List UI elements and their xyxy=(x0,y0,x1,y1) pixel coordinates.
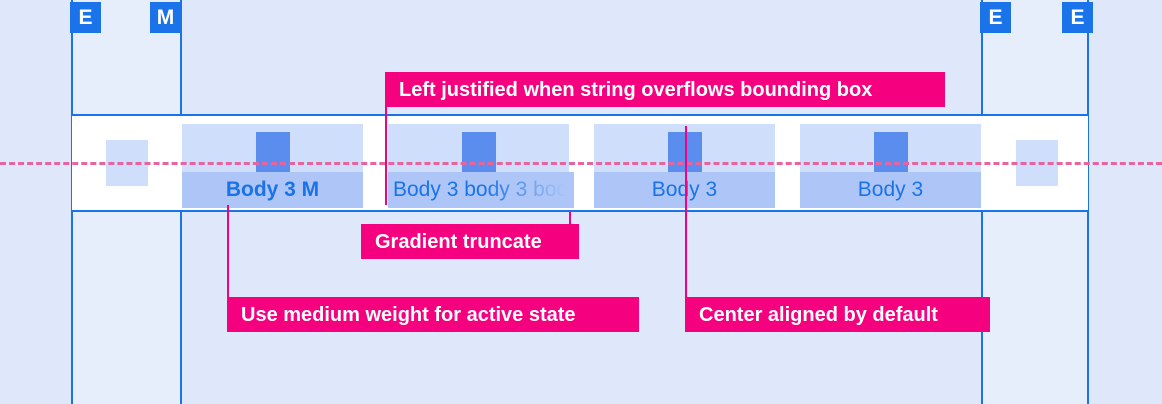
tab-cell-active-glyph-icon xyxy=(256,132,290,172)
callout-medium-weight-text: Use medium weight for active state xyxy=(241,303,576,326)
tab-cell-active[interactable]: Body 3 M xyxy=(182,124,363,208)
tab-cell-default-b-label-text: Body 3 xyxy=(857,178,924,201)
callout-center-aligned: Center aligned by default xyxy=(685,297,990,332)
callout-left-justified-leader-line xyxy=(385,107,387,205)
vertical-guide-3 xyxy=(1087,0,1089,404)
tab-cell-default-b-glyph-icon xyxy=(874,132,908,172)
column-band-0 xyxy=(0,0,72,404)
tab-cell-overflow[interactable]: Body 3 body 3 body 3 xyxy=(388,124,574,208)
edge-badge-right-inner: E xyxy=(980,2,1011,33)
tab-cell-default-a-label: Body 3 xyxy=(594,172,775,208)
callout-left-justified: Left justified when string overflows bou… xyxy=(385,72,945,107)
callout-left-justified-text: Left justified when string overflows bou… xyxy=(399,78,873,101)
callout-gradient-truncate-leader-line xyxy=(569,212,571,224)
callout-medium-weight: Use medium weight for active state xyxy=(227,297,639,332)
edge-badge-left-outer: E xyxy=(70,2,101,33)
tab-cell-default-a-label-text: Body 3 xyxy=(651,178,718,201)
tab-cell-overflow-label: Body 3 body 3 body 3 xyxy=(388,172,574,208)
callout-gradient-truncate-text: Gradient truncate xyxy=(375,230,542,253)
baseline-guide xyxy=(0,162,1162,165)
callout-medium-weight-leader-line xyxy=(227,205,229,297)
margin-badge-left: M xyxy=(150,2,181,33)
tab-cell-active-label-text: Body 3 M xyxy=(225,178,320,201)
tab-cell-active-label: Body 3 M xyxy=(182,172,363,208)
column-band-2 xyxy=(1088,0,1162,404)
callout-gradient-truncate: Gradient truncate xyxy=(361,224,579,259)
tab-cell-default-b-label: Body 3 xyxy=(800,172,981,208)
tab-cell-overflow-glyph-icon xyxy=(462,132,496,172)
edge-badge-right-outer: E xyxy=(1062,2,1093,33)
callout-center-aligned-leader-line xyxy=(685,126,687,297)
tab-cell-overflow-label-text: Body 3 body 3 body 3 xyxy=(393,178,574,201)
callout-center-aligned-text: Center aligned by default xyxy=(699,303,938,326)
tab-cell-default-b[interactable]: Body 3 xyxy=(800,124,981,208)
